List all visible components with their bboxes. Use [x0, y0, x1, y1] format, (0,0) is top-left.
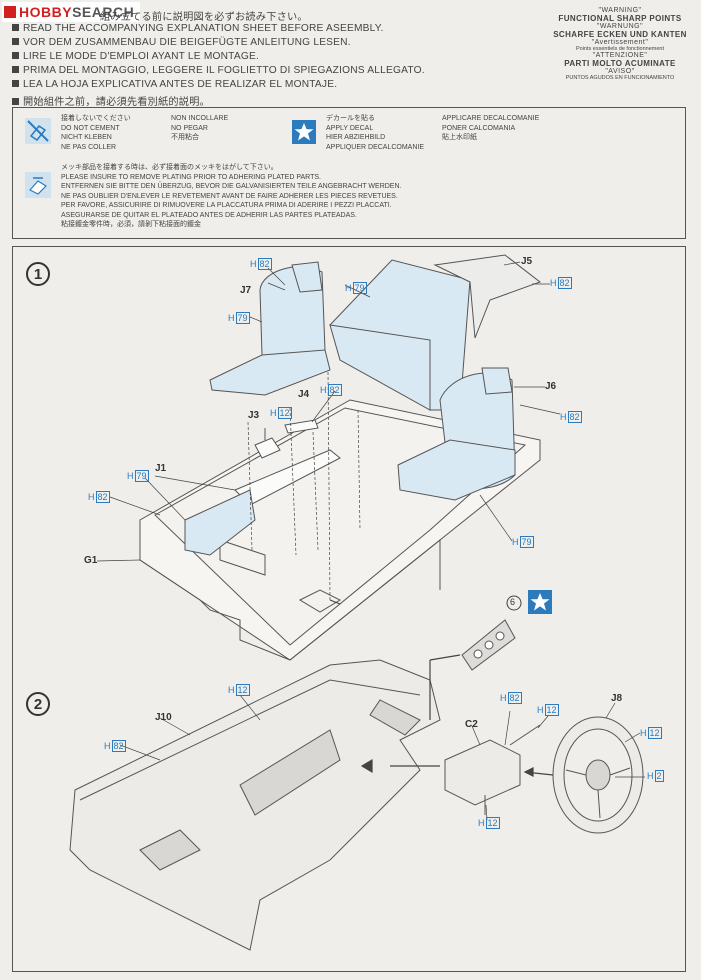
- part-label-j5: J5: [521, 256, 533, 267]
- dashboard-part: [69, 659, 441, 951]
- part-label-j8: J8: [611, 693, 623, 704]
- decal-number: 6: [510, 597, 516, 607]
- remove-plating-icon: [25, 172, 51, 198]
- assembly-arrows: [329, 599, 554, 777]
- site-logo: HOBBY SEARCH: [2, 2, 141, 22]
- apply-decal-star-icon: [292, 120, 316, 144]
- logo-text-2: SEARCH: [72, 4, 135, 20]
- front-seat-right-part: [397, 367, 516, 501]
- part-label-j6: J6: [545, 381, 557, 392]
- shift-lever-part: [254, 437, 281, 459]
- part-label-j3: J3: [248, 410, 260, 421]
- instruction-line-es: LEA LA HOJA EXPLICATIVA ANTES DE REALIZA…: [12, 79, 337, 90]
- instruction-line-en: READ THE ACCOMPANYING EXPLANATION SHEET …: [12, 23, 384, 34]
- steering-wheel-part: [552, 716, 644, 834]
- instruction-line-it: PRIMA DEL MONTAGGIO, LEGGERE IL FOGLIETT…: [12, 65, 425, 76]
- warning-block: "WARNING" FUNCTIONAL SHARP POINTS "WARNU…: [553, 7, 687, 81]
- assembly-diagram-panel: [12, 246, 686, 972]
- logo-icon: [4, 6, 16, 18]
- plated-parts-text: メッキ部品を接着する時は、必ず接着面のメッキをはがして下さい。PLEASE IN…: [61, 164, 402, 228]
- rear-parcel-shelf-part: [433, 254, 542, 339]
- rear-seat-part: [329, 259, 471, 411]
- part-label-j7: J7: [240, 285, 252, 296]
- no-cement-icon: [25, 118, 51, 144]
- steering-column-part: [444, 724, 541, 815]
- instruction-line-zh: 開始組件之前，請必須先看別紙的説明。: [12, 93, 210, 108]
- step-number-2: 2: [26, 692, 50, 716]
- leader-lines-step1: [96, 261, 561, 601]
- part-label-g1: G1: [84, 555, 98, 566]
- part-label-j10: J10: [155, 712, 172, 723]
- part-label-j1: J1: [155, 463, 167, 474]
- decal-number-circle: [506, 595, 522, 611]
- instruction-line-de: VOR DEM ZUSAMMENBAU DIE BEIGEFÜGTE ANLEI…: [12, 37, 351, 48]
- instruction-line-jp: 組み立てる前に説明図を必ずお読み下さい。: [100, 12, 308, 23]
- logo-text-1: HOBBY: [19, 4, 73, 20]
- instruction-line-fr: LIRE LE MODE D'EMPLOI AYANT LE MONTAGE.: [12, 51, 259, 62]
- left-door-panel: [184, 489, 256, 556]
- step-number-1: 1: [26, 262, 50, 286]
- leader-lines-step2: [119, 694, 645, 821]
- brake-lever-part: [284, 419, 319, 434]
- front-seat-left-part: [209, 261, 331, 396]
- part-label-c2: C2: [465, 719, 478, 730]
- part-label-j4: J4: [298, 389, 310, 400]
